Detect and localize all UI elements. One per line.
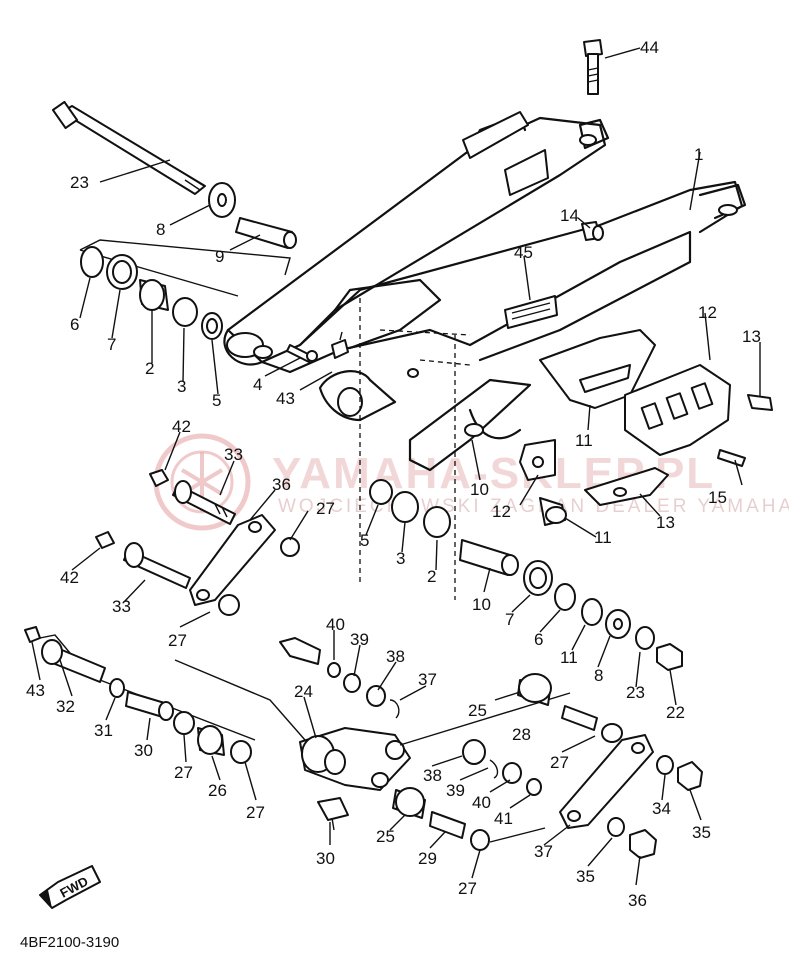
lower-pivot-stack (369, 479, 683, 671)
pivot-sleeve-parts (208, 182, 297, 249)
part-label: 39 (446, 781, 465, 800)
leader-lines (31, 47, 761, 886)
part-label: 26 (208, 781, 227, 800)
part-label: 12 (698, 303, 717, 322)
bottom-hardware (317, 787, 546, 851)
part-label: 36 (272, 475, 291, 494)
part-label: 27 (316, 499, 335, 518)
connecting-rod-upper (189, 514, 300, 616)
part-label: 25 (468, 701, 487, 720)
part-label: 4 (253, 375, 262, 394)
part-label: 38 (386, 647, 405, 666)
grease-fittings (286, 331, 419, 378)
part-label: 39 (350, 630, 369, 649)
part-label: 2 (145, 359, 154, 378)
part-label: 42 (60, 568, 79, 587)
chain-guide-hardware (464, 423, 567, 526)
part-label: 10 (470, 480, 489, 499)
part-label: 7 (107, 335, 116, 354)
part-label: 31 (94, 721, 113, 740)
part-label: 27 (458, 879, 477, 898)
drawing-code: 4BF2100-3190 (20, 934, 120, 951)
part-label: 27 (168, 631, 187, 650)
forward-direction-badge: FWD (39, 865, 101, 909)
part-label: 11 (575, 431, 593, 450)
decal-part (504, 295, 558, 329)
part-label: 43 (26, 681, 45, 700)
part-label: 33 (112, 597, 131, 616)
part-label: 41 (494, 809, 513, 828)
part-label: 2 (427, 567, 436, 586)
part-label: 27 (246, 803, 265, 822)
relay-arm (174, 659, 571, 791)
part-label: 3 (177, 377, 186, 396)
chain-guide-parts (519, 329, 731, 506)
part-label: 11 (560, 648, 578, 667)
part-label: 45 (514, 243, 533, 262)
part-label: 9 (215, 247, 224, 266)
part-label: 38 (423, 766, 442, 785)
part-label: 30 (316, 849, 335, 868)
part-label: 3 (396, 549, 405, 568)
part-number-labels: 44 1 14 45 12 13 11 15 13 10 12 11 23 8 … (26, 38, 761, 910)
part-label: 15 (708, 488, 727, 507)
part-label: 10 (472, 595, 491, 614)
part-label: 25 (376, 827, 395, 846)
left-bearing-stack (79, 239, 291, 340)
part-label: 29 (418, 849, 437, 868)
part-label: 24 (294, 682, 313, 701)
part-label: 5 (212, 391, 221, 410)
part-label: 32 (56, 697, 75, 716)
part-label: 12 (492, 502, 511, 521)
part-label: 27 (174, 763, 193, 782)
part-label: 23 (626, 683, 645, 702)
part-label: 40 (326, 615, 345, 634)
part-label: 27 (550, 753, 569, 772)
part-label: 35 (692, 823, 711, 842)
part-label: 23 (70, 173, 89, 192)
connecting-rod-lower (559, 734, 703, 859)
part-label: 37 (534, 842, 553, 861)
relay-right-hardware (462, 673, 623, 796)
part-label: 6 (70, 315, 79, 334)
part-label: 33 (224, 445, 243, 464)
part-label: 8 (594, 666, 603, 685)
part-label: 36 (628, 891, 647, 910)
part-label: 34 (652, 799, 671, 818)
relay-upper-hardware (279, 637, 400, 719)
part-label: 42 (172, 417, 191, 436)
small-bolts-right (581, 221, 773, 467)
part-label: 11 (594, 528, 612, 547)
relay-bolts-left (95, 469, 236, 589)
part-label: 6 (534, 630, 543, 649)
part-label: 28 (512, 725, 531, 744)
bolt-44 (583, 39, 603, 95)
part-label: 22 (666, 703, 685, 722)
part-label: 44 (640, 38, 659, 57)
lower-left-stack (24, 626, 256, 764)
part-label: 5 (360, 531, 369, 550)
part-label: 43 (276, 389, 295, 408)
part-label: 1 (694, 145, 703, 164)
part-label: 40 (472, 793, 491, 812)
part-label: 14 (560, 206, 579, 225)
part-label: 35 (576, 867, 595, 886)
part-label: 13 (742, 327, 761, 346)
part-label: 13 (656, 513, 675, 532)
part-label: 30 (134, 741, 153, 760)
part-label: 37 (418, 670, 437, 689)
swingarm-frame (223, 111, 747, 600)
part-label: 7 (505, 610, 514, 629)
part-label: 8 (156, 220, 165, 239)
